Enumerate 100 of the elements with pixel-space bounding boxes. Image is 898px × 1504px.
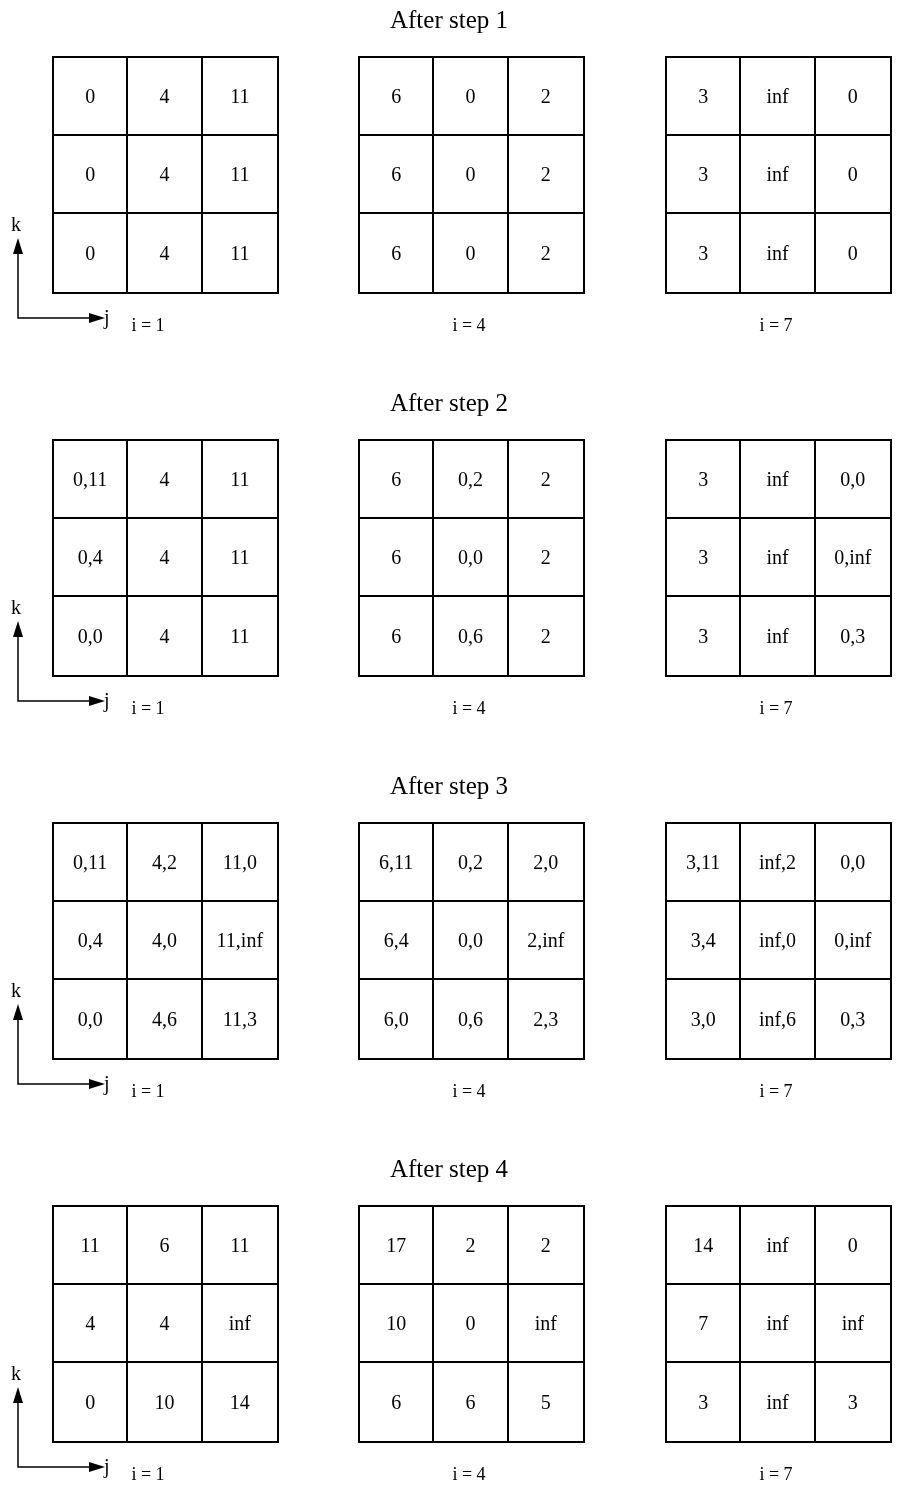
table-cell: 0,4 — [54, 519, 129, 597]
section-heading: After step 4 — [390, 1154, 508, 1184]
table-cell: 0 — [434, 1285, 509, 1363]
table-cell: inf — [741, 597, 816, 675]
table-cell: 0 — [434, 58, 509, 136]
table-cell: inf — [741, 1285, 816, 1363]
table-cell-text: 2 — [539, 624, 552, 649]
table-cell: 11 — [202, 519, 277, 597]
grid-caption: i = 4 — [452, 314, 486, 336]
axis-label: k — [11, 213, 21, 235]
table-cell-text: 11 — [229, 624, 251, 649]
table-cell: 0,2 — [434, 441, 509, 519]
table-cell: 10 — [128, 1363, 203, 1441]
table-cell: 0 — [815, 58, 890, 136]
table-cell: 6,0 — [360, 980, 435, 1058]
table-cell: 0,4 — [54, 902, 129, 980]
table-cell: 4 — [128, 597, 203, 675]
table-cell: 11,0 — [202, 824, 277, 902]
table-cell: 0,0 — [434, 519, 509, 597]
grid-caption: i = 7 — [759, 1463, 793, 1485]
table-cell: inf — [741, 519, 816, 597]
table-cell: inf — [741, 136, 816, 214]
table-cell: 2 — [508, 58, 583, 136]
table-cell: 4 — [128, 441, 203, 519]
axis-label: j — [104, 306, 110, 328]
table-cell: 3,11 — [667, 824, 742, 902]
grid-caption: i = 4 — [452, 697, 486, 719]
table-cell: inf,6 — [741, 980, 816, 1058]
grid-caption: i = 7 — [759, 1080, 793, 1102]
table-cell: 0 — [54, 214, 129, 292]
table-cell: 2 — [508, 441, 583, 519]
table-cell: 2 — [508, 136, 583, 214]
table-cell: 0 — [434, 214, 509, 292]
table-cell: 6 — [360, 597, 435, 675]
table-cell: inf — [741, 441, 816, 519]
axis-label: j — [104, 1072, 110, 1094]
table-cell: inf — [741, 1207, 816, 1285]
table-cell: 3 — [667, 1363, 742, 1441]
table-cell: 6 — [360, 136, 435, 214]
table-cell: 4 — [128, 519, 203, 597]
axis-label: j — [104, 1455, 110, 1477]
table-cell: 0,11 — [54, 441, 129, 519]
table-cell: 0 — [434, 136, 509, 214]
table-cell: 4 — [128, 214, 203, 292]
table-cell: 6 — [360, 214, 435, 292]
table-cell: inf,2 — [741, 824, 816, 902]
table-cell: inf,0 — [741, 902, 816, 980]
grid-caption: i = 4 — [452, 1463, 486, 1485]
axis-label: k — [11, 1362, 21, 1384]
table-cell: 11,inf — [202, 902, 277, 980]
table-cell-text: 5 — [539, 1390, 552, 1415]
axis-label: k — [11, 979, 21, 1001]
table-cell: 4 — [128, 136, 203, 214]
table-cell: 3 — [667, 136, 742, 214]
table-cell: inf — [741, 1363, 816, 1441]
grid-caption: i = 7 — [759, 314, 793, 336]
section-heading: After step 3 — [390, 771, 508, 801]
table-cell: 3 — [667, 441, 742, 519]
table-cell: 4,2 — [128, 824, 203, 902]
axis-label: k — [11, 596, 21, 618]
table-cell: 2 — [434, 1207, 509, 1285]
table-cell: 0,0 — [815, 441, 890, 519]
table-cell: 0,0 — [54, 980, 129, 1058]
table-cell: 0,11 — [54, 824, 129, 902]
table-cell: inf — [741, 58, 816, 136]
table-cell: 0 — [54, 1363, 129, 1441]
table-cell-text: 0,3 — [839, 624, 867, 649]
table-cell: 17 — [360, 1207, 435, 1285]
table-cell: inf — [815, 1285, 890, 1363]
table-cell: 0,0 — [54, 597, 129, 675]
table-cell: 0 — [54, 136, 129, 214]
table-cell: 2 — [508, 519, 583, 597]
table-cell: 0 — [815, 136, 890, 214]
table-cell: 6,4 — [360, 902, 435, 980]
table-cell-text: 0,3 — [839, 1007, 867, 1032]
table-cell: 0,6 — [434, 980, 509, 1058]
table-cell-text: 11 — [229, 241, 251, 266]
table-cell: 3 — [667, 519, 742, 597]
table-cell-text: 11,3 — [221, 1007, 258, 1032]
table-cell: 6 — [360, 441, 435, 519]
table-cell: inf — [508, 1285, 583, 1363]
table-cell: 0,inf — [815, 519, 890, 597]
table-cell: 11 — [54, 1207, 129, 1285]
grid-caption: i = 1 — [131, 697, 165, 719]
table-cell: 10 — [360, 1285, 435, 1363]
table-cell: 3 — [667, 58, 742, 136]
table-cell: 6 — [360, 519, 435, 597]
table-cell: 0,2 — [434, 824, 509, 902]
table-cell: 3 — [667, 597, 742, 675]
table-cell: 4,6 — [128, 980, 203, 1058]
table-cell-text: 3 — [846, 1390, 859, 1415]
table-cell: 7 — [667, 1285, 742, 1363]
table-cell: 2,0 — [508, 824, 583, 902]
table-cell: 11 — [202, 441, 277, 519]
table-cell: 6 — [128, 1207, 203, 1285]
table-cell: 6 — [434, 1363, 509, 1441]
table-cell: 3,0 — [667, 980, 742, 1058]
table-cell: 14 — [667, 1207, 742, 1285]
table-cell: 6,11 — [360, 824, 435, 902]
axis-label: j — [104, 689, 110, 711]
